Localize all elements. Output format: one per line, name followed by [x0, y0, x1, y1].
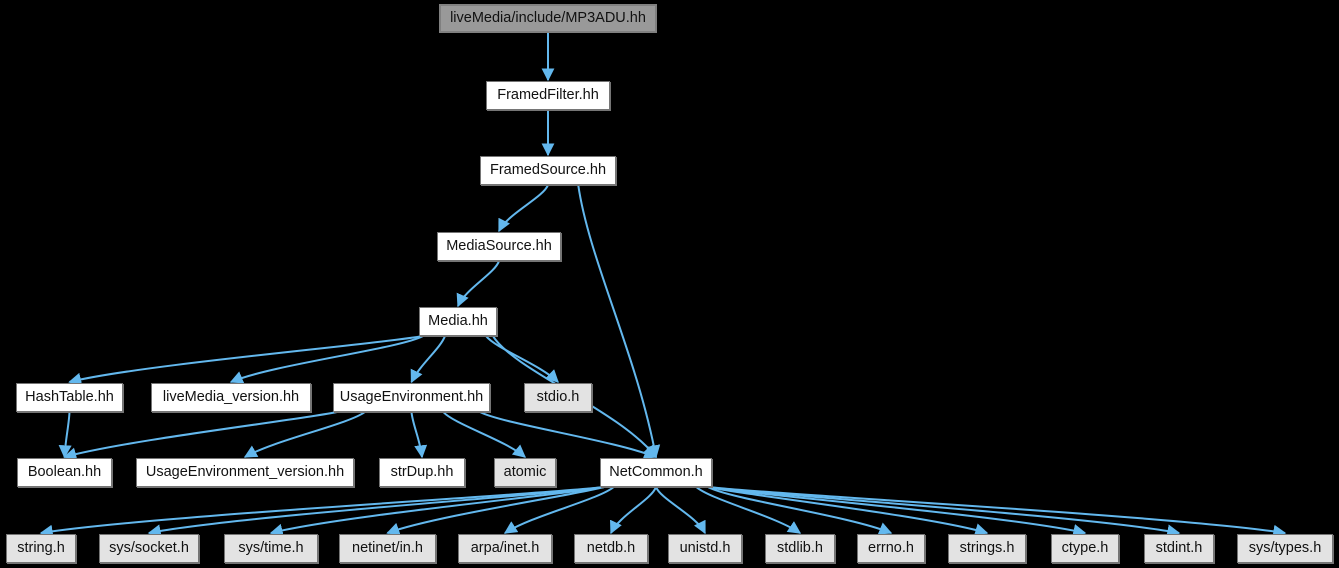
graph-node-syssocket[interactable]: sys/socket.h [99, 534, 199, 563]
graph-node-mediasource[interactable]: MediaSource.hh [437, 232, 561, 261]
graph-edge-usageenv-to-ueversion [243, 411, 366, 458]
graph-node-stdio[interactable]: stdio.h [524, 383, 592, 412]
graph-node-hashtable[interactable]: HashTable.hh [16, 383, 123, 412]
graph-edge-media-to-lmversion [229, 335, 424, 384]
graph-node-ctype[interactable]: ctype.h [1051, 534, 1119, 563]
graph-node-unistd[interactable]: unistd.h [668, 534, 742, 563]
graph-edge-usageenv-to-netcommon [479, 411, 658, 459]
graph-node-stdlib[interactable]: stdlib.h [765, 534, 835, 563]
graph-edge-media-to-stdio [485, 335, 559, 383]
graph-edge-netcommon-to-stdlib [695, 486, 802, 534]
graph-node-netinetin[interactable]: netinet/in.h [339, 534, 436, 563]
graph-edge-netcommon-to-unistd [655, 486, 706, 535]
graph-edge-netcommon-to-systime [269, 486, 605, 537]
graph-node-framedfilter[interactable]: FramedFilter.hh [486, 81, 610, 110]
graph-edge-mediasource-to-media [456, 260, 500, 308]
graph-node-stdint[interactable]: stdint.h [1144, 534, 1214, 563]
graph-node-stringh[interactable]: string.h [6, 534, 76, 563]
graph-node-errno[interactable]: errno.h [857, 534, 925, 563]
graph-edge-media-to-usageenv [410, 335, 446, 384]
graph-edge-framedsource-to-mediasource [498, 184, 549, 233]
graph-node-mp3adu[interactable]: liveMedia/include/MP3ADU.hh [439, 4, 657, 33]
graph-edge-framedsource-to-netcommon [577, 184, 661, 459]
graph-node-strings[interactable]: strings.h [948, 534, 1026, 563]
graph-edge-usageenv-to-atomic [442, 411, 526, 458]
graph-edge-netcommon-to-netdb [610, 486, 657, 535]
graph-node-boolean[interactable]: Boolean.hh [17, 458, 112, 487]
graph-node-ueversion[interactable]: UsageEnvironment_version.hh [136, 458, 354, 487]
graph-node-strdup[interactable]: strDup.hh [379, 458, 465, 487]
graph-edge-media-to-hashtable [68, 335, 424, 386]
graph-node-framedsource[interactable]: FramedSource.hh [480, 156, 616, 185]
graph-edge-netcommon-to-systypes [707, 486, 1287, 538]
graph-node-arpainet[interactable]: arpa/inet.h [458, 534, 552, 563]
graph-node-atomic[interactable]: atomic [494, 458, 556, 487]
graph-edge-usageenv-to-boolean [63, 411, 338, 461]
graph-node-lmversion[interactable]: liveMedia_version.hh [151, 383, 311, 412]
graph-edge-netcommon-to-errno [707, 486, 893, 535]
graph-edge-hashtable-to-boolean [58, 411, 72, 459]
graph-node-netcommon[interactable]: NetCommon.h [600, 458, 712, 487]
graph-node-systypes[interactable]: sys/types.h [1237, 534, 1333, 563]
graph-edge-netcommon-to-arpainet [503, 486, 615, 534]
graph-node-systime[interactable]: sys/time.h [224, 534, 318, 563]
graph-node-usageenv[interactable]: UsageEnvironment.hh [333, 383, 490, 412]
graph-node-netdb[interactable]: netdb.h [574, 534, 648, 563]
graph-edge-usageenv-to-strdup [410, 411, 428, 459]
graph-node-media[interactable]: Media.hh [419, 307, 497, 336]
graph-edge-netcommon-to-stdint [707, 486, 1181, 538]
graph-edge-netcommon-to-netinetin [386, 486, 605, 536]
graph-edge-netcommon-to-syssocket [147, 486, 605, 538]
